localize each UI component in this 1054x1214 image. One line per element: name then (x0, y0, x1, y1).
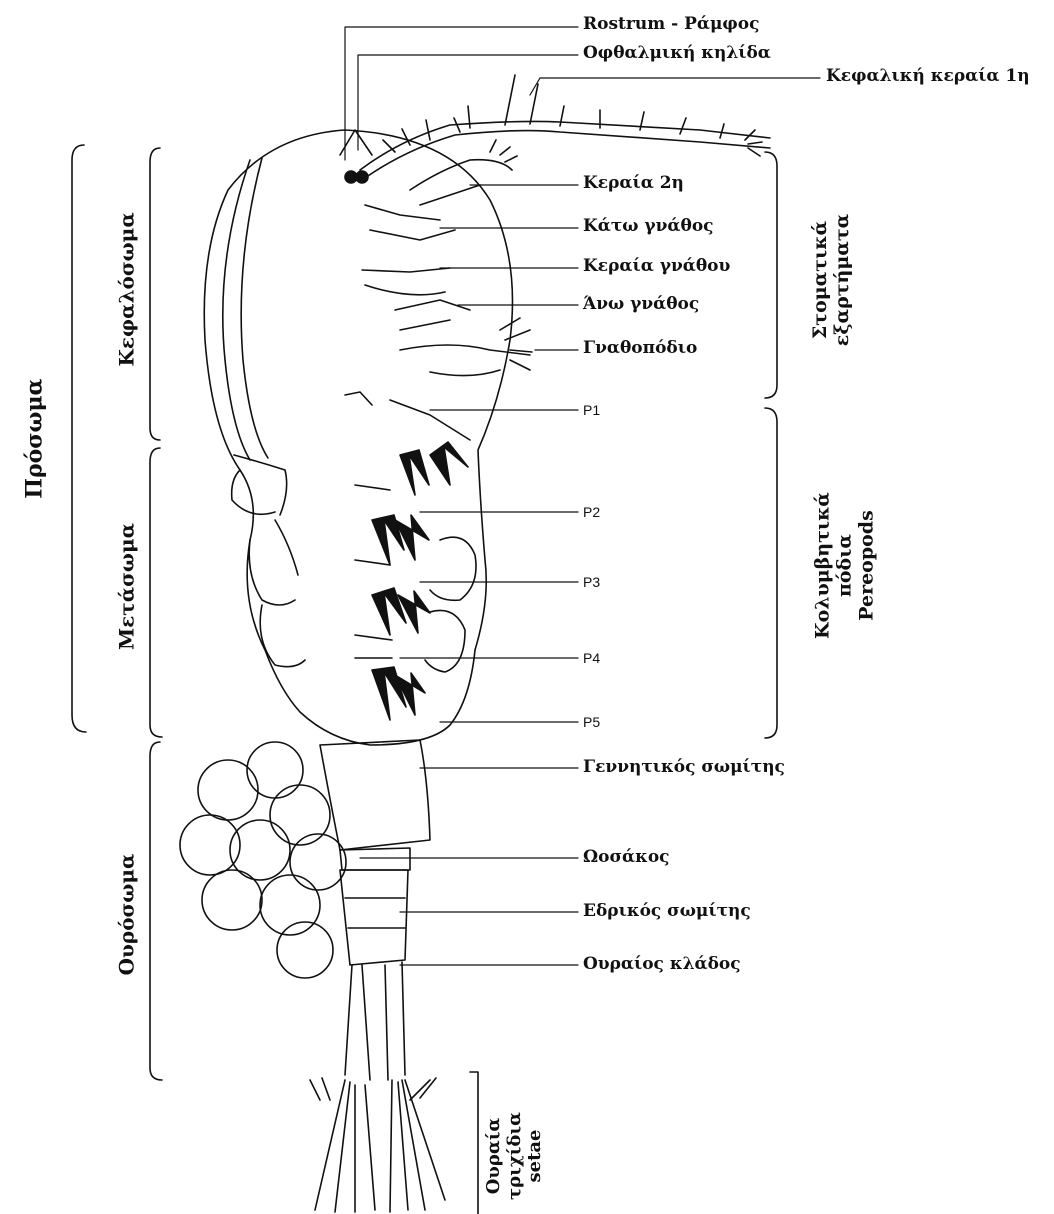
setae-line-2: τριχίδια (505, 1106, 526, 1206)
label-p1: P1 (583, 403, 600, 417)
label-swimming-legs: Κολυμβητικά πόδια Pereopods (813, 486, 888, 646)
swim-line-1: Κολυμβητικά (813, 486, 835, 646)
label-mouthparts: Στοματικά εξαρτήματα (810, 205, 860, 355)
egg-sac (180, 742, 346, 978)
label-maxilla: Άνω γνάθος (583, 296, 699, 313)
swim-line-3: Pereopods (856, 486, 878, 646)
label-antenna-1: Κεφαλική κεραία 1η (826, 68, 1030, 85)
cephalosome-bracket (150, 148, 160, 440)
mouthparts-line-2: εξαρτήματα (832, 205, 854, 355)
anal-segment (340, 870, 408, 965)
label-rostrum: Rostrum - Ράμφος (583, 16, 759, 33)
setae-line-1: Ουραία (484, 1106, 505, 1206)
label-caudal-setae: Ουραία τριχίδια setae (484, 1106, 556, 1206)
label-mandible: Κάτω γνάθος (583, 218, 714, 235)
label-p3: P3 (583, 575, 600, 589)
setae-bracket (470, 1072, 478, 1214)
label-metasome: Μετάσωμα (116, 522, 139, 652)
caudal-rami (345, 962, 405, 1080)
prosome-bracket (72, 145, 86, 732)
mouthparts-line-1: Στοματικά (810, 205, 832, 355)
label-maxilliped: Γναθοπόδιο (583, 340, 697, 357)
label-p4: P4 (583, 651, 600, 665)
caudal-setae (310, 1078, 445, 1212)
label-anal-segment: Εδρικός σωμίτης (583, 903, 751, 920)
label-maxillule: Κεραία γνάθου (583, 258, 730, 275)
metasome-bracket (150, 448, 162, 737)
label-antenna-2: Κεραία 2η (583, 175, 684, 192)
genital-segment (320, 740, 430, 850)
swim-line-2: πόδια (834, 486, 856, 646)
label-p5: P5 (583, 715, 600, 729)
label-caudal-ramus: Ουραίος κλάδος (583, 956, 741, 973)
urosome-bracket (150, 742, 162, 1080)
label-eye-spot: Οφθαλμική κηλίδα (583, 45, 771, 62)
setae-line-3: setae (525, 1106, 546, 1206)
label-genital-segment: Γεννητικός σωμίτης (583, 759, 785, 776)
label-prosome: Πρόσωμα (22, 369, 47, 509)
label-urosome: Ουρόσωμα (116, 845, 139, 985)
antenna-1 (360, 121, 770, 170)
swim-legs-bracket (765, 408, 777, 738)
label-p2: P2 (583, 505, 600, 519)
swim-legs (372, 442, 468, 720)
mouthparts-bracket (765, 152, 777, 398)
label-egg-sac: Ωοσάκος (583, 849, 670, 866)
label-cephalosome: Κεφαλόσωμα (116, 227, 139, 367)
